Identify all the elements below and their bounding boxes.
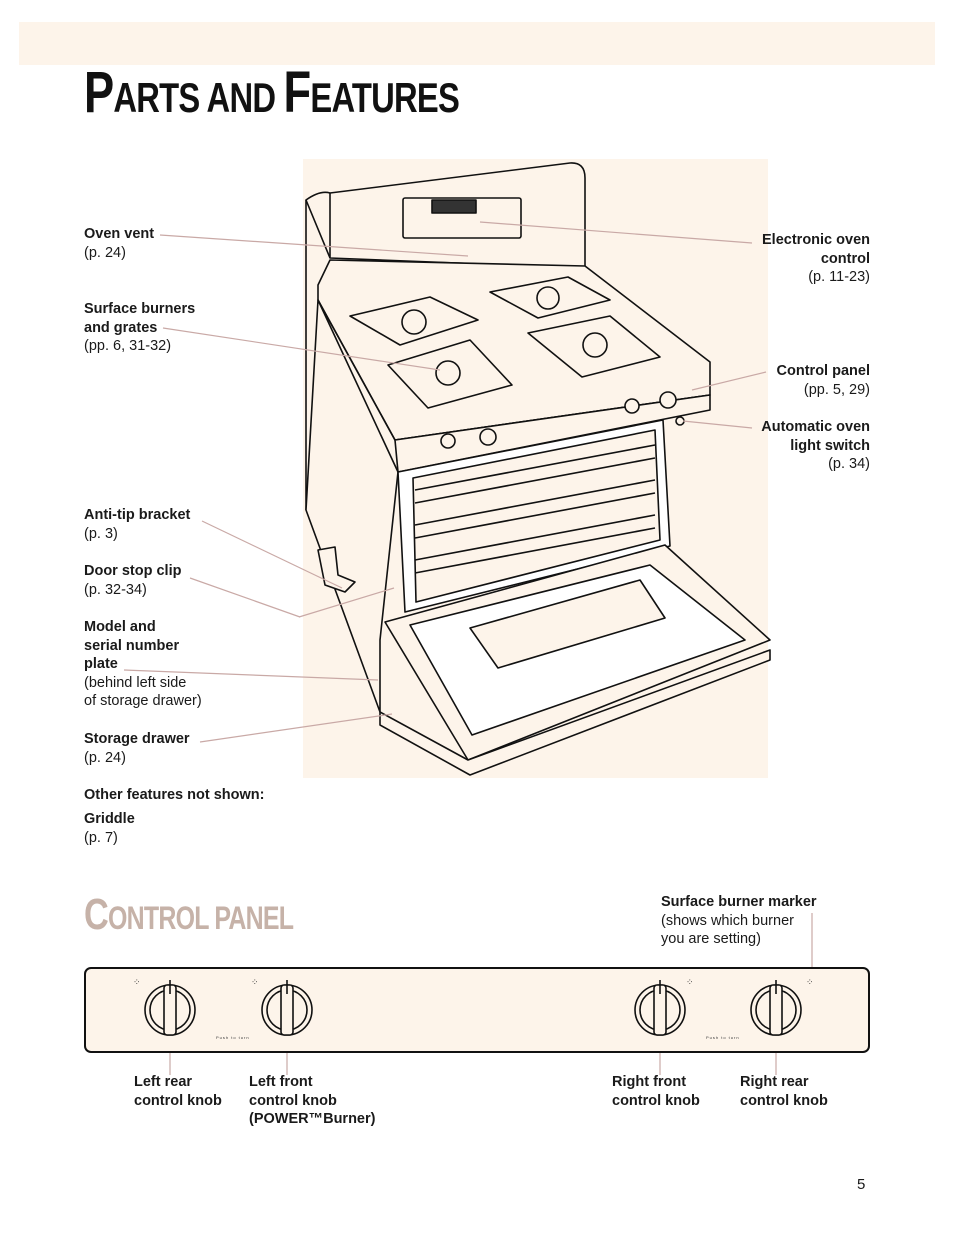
left-rear-knob-icon: [144, 980, 196, 1036]
label-right-front-knob: Right front control knob: [612, 1074, 700, 1109]
callout-storage-drawer: Storage drawer (p. 24): [84, 731, 190, 766]
callout-oven-vent: Oven vent (p. 24): [84, 226, 155, 261]
callout-door-stop-clip: Door stop clip (p. 32-34): [84, 563, 182, 598]
burner-marker-icon: ⁘: [686, 977, 695, 987]
burner-marker-icon: ⁘: [251, 977, 260, 987]
callout-electronic-oven-control: Electronic oven control (p. 11-23): [762, 232, 870, 285]
label-left-front-knob: Left front control knob (POWER™Burner): [249, 1074, 376, 1127]
callout-griddle: Griddle (p. 7): [84, 811, 135, 846]
header-band: [19, 22, 935, 65]
callout-control-panel: Control panel (pp. 5, 29): [776, 363, 870, 398]
callout-model-serial-plate: Model and serial number plate (behind le…: [84, 619, 202, 709]
label-right-rear-knob: Right rear control knob: [740, 1074, 828, 1109]
knob-text: Push to turn: [216, 1035, 250, 1040]
left-front-knob-icon: [261, 980, 313, 1036]
right-rear-knob-icon: [750, 980, 802, 1036]
callout-surface-burners: Surface burners and grates (pp. 6, 31-32…: [84, 301, 196, 354]
page-number: 5: [857, 1176, 866, 1193]
right-front-knob-icon: [634, 980, 686, 1036]
section-title-control-panel: CONTROL PANEL: [84, 890, 294, 939]
control-panel-diagram: [84, 967, 870, 1053]
label-left-rear-knob: Left rear control knob: [134, 1074, 222, 1109]
knob-text: Push to turn: [706, 1035, 740, 1040]
callout-oven-light-switch: Automatic oven light switch (p. 34): [761, 419, 870, 472]
callout-surface-burner-marker: Surface burner marker (shows which burne…: [661, 894, 817, 947]
page-title: PARTS AND FEATURES: [84, 60, 460, 125]
other-features-heading: Other features not shown:: [84, 787, 265, 803]
burner-marker-icon: ⁘: [806, 977, 815, 987]
burner-marker-icon: ⁘: [133, 977, 142, 987]
callout-anti-tip-bracket: Anti-tip bracket (p. 3): [84, 507, 191, 542]
